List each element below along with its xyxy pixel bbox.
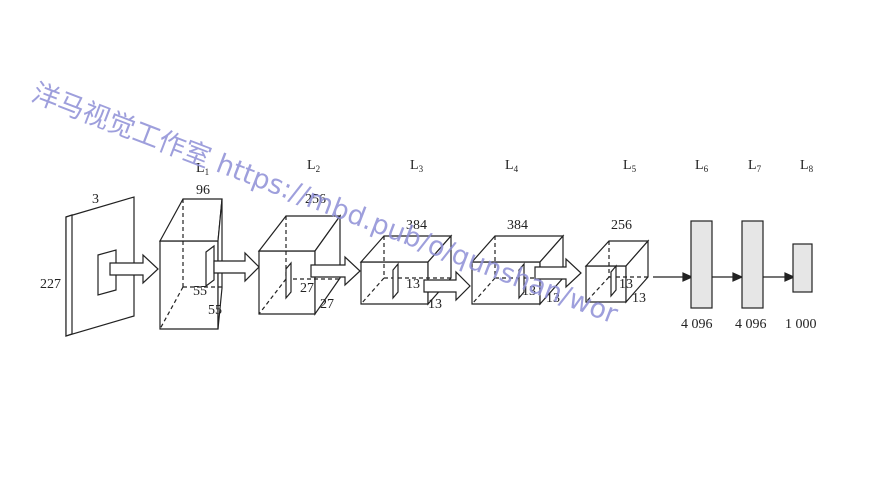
layer-label-l7: L7 [748, 158, 762, 174]
dense-arrows [653, 272, 796, 282]
layer-label-l4: L4 [505, 158, 519, 174]
l8-units-label: 1 000 [785, 317, 817, 332]
l2-width-label: 27 [320, 297, 334, 312]
dimension-labels: 3 227 96 55 55 256 27 27 384 13 13 384 1… [40, 183, 817, 332]
layer-label-l6: L6 [695, 158, 709, 174]
l4-height-label: 13 [522, 284, 536, 299]
l1-depth-label: 96 [196, 183, 210, 198]
l4-depth-label: 384 [507, 218, 528, 233]
arrow-l1-l2 [213, 251, 260, 283]
arrow-l3-l4 [423, 270, 471, 302]
block-l1 [158, 198, 223, 330]
input-depth-label: 3 [92, 192, 99, 207]
l6-units-label: 4 096 [681, 317, 713, 332]
l3-depth-label: 384 [406, 218, 427, 233]
input-size-label: 227 [40, 277, 61, 292]
input-plane [65, 196, 135, 337]
l4-width-label: 13 [546, 291, 560, 306]
l3-height-label: 13 [406, 277, 420, 292]
layer-label-l2: L2 [307, 158, 320, 174]
arrow-l2-l3 [310, 255, 361, 287]
l5-height-label: 13 [619, 277, 633, 292]
l2-height-label: 27 [300, 281, 314, 296]
layer-labels: L1 L2 L3 L4 L5 L6 L7 L8 [196, 158, 814, 177]
l5-width-label: 13 [632, 291, 646, 306]
l2-depth-label: 256 [305, 192, 326, 207]
dense-l6 [690, 220, 713, 309]
dense-l8 [792, 243, 813, 293]
block-l5 [584, 239, 650, 304]
l7-units-label: 4 096 [735, 317, 767, 332]
layer-label-l3: L3 [410, 158, 424, 174]
arrow-input-l1 [109, 253, 159, 285]
arrow-l4-l5 [534, 257, 582, 289]
dense-l7 [741, 220, 764, 309]
l1-height-label: 55 [193, 284, 207, 299]
layer-label-l5: L5 [623, 158, 637, 174]
l1-width-label: 55 [208, 303, 222, 318]
l3-width-label: 13 [428, 297, 442, 312]
layer-label-l1: L1 [196, 161, 209, 177]
l5-depth-label: 256 [611, 218, 632, 233]
layer-label-l8: L8 [800, 158, 814, 174]
block-l4 [470, 234, 565, 306]
